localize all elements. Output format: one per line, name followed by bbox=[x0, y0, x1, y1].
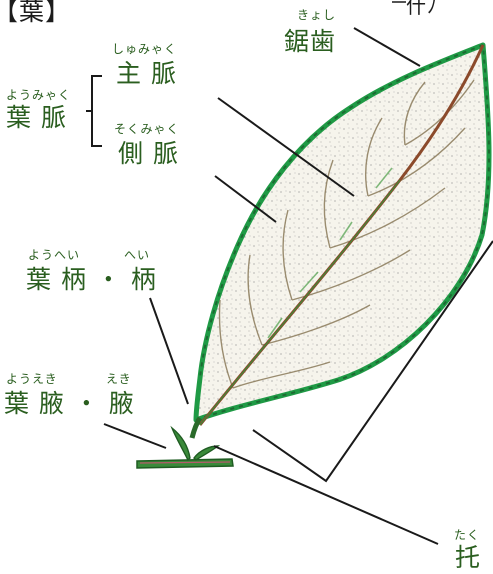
kyoshi-ruby: きょし bbox=[297, 8, 337, 22]
kyoshi-label: 鋸歯 bbox=[284, 27, 337, 56]
leader-taku bbox=[213, 445, 439, 545]
taku-ruby: たく bbox=[454, 528, 481, 542]
yomyaku-label: 葉 脈 bbox=[6, 103, 67, 132]
hei-ruby: へい bbox=[124, 248, 151, 262]
petiole bbox=[189, 416, 203, 439]
eki-ruby: えき bbox=[106, 372, 132, 386]
leader-sokumyaku bbox=[214, 175, 277, 223]
taku-label: 托 bbox=[455, 543, 482, 572]
leaf-blade bbox=[193, 42, 492, 423]
yohei-ruby: ようへい bbox=[28, 248, 81, 262]
axillary-bud bbox=[170, 425, 191, 462]
leaf-serration-left bbox=[199, 44, 484, 379]
shumyaku-label: 主 脈 bbox=[116, 59, 177, 88]
leader-kyoshi bbox=[353, 27, 421, 67]
leader-shumyaku bbox=[217, 97, 355, 197]
stem bbox=[136, 458, 234, 469]
yohei-label: 葉 柄 ・ 柄 bbox=[26, 265, 157, 294]
leader-yohei bbox=[149, 297, 189, 405]
stipule bbox=[193, 445, 221, 461]
leader-yoeki bbox=[103, 423, 167, 449]
shumyaku-ruby: しゅみゃく bbox=[112, 42, 178, 56]
leaf-serration bbox=[195, 44, 491, 421]
top-right-fragment: 什ﾉ bbox=[406, 0, 438, 18]
sokumyaku-ruby: そくみゃく bbox=[114, 122, 180, 136]
yoeki-label: 葉 腋 ・ 腋 bbox=[4, 389, 135, 418]
yomyaku-ruby: ようみゃく bbox=[6, 88, 72, 102]
vein-bracket bbox=[86, 75, 102, 147]
leader-blade-bracket bbox=[252, 240, 493, 483]
lateral-veins-green bbox=[267, 167, 393, 339]
yoeki-ruby: ようえき bbox=[6, 372, 58, 386]
leader-lines bbox=[103, 27, 493, 545]
sokumyaku-label: 側 脈 bbox=[118, 139, 179, 168]
section-title: 【葉】 bbox=[0, 0, 72, 26]
